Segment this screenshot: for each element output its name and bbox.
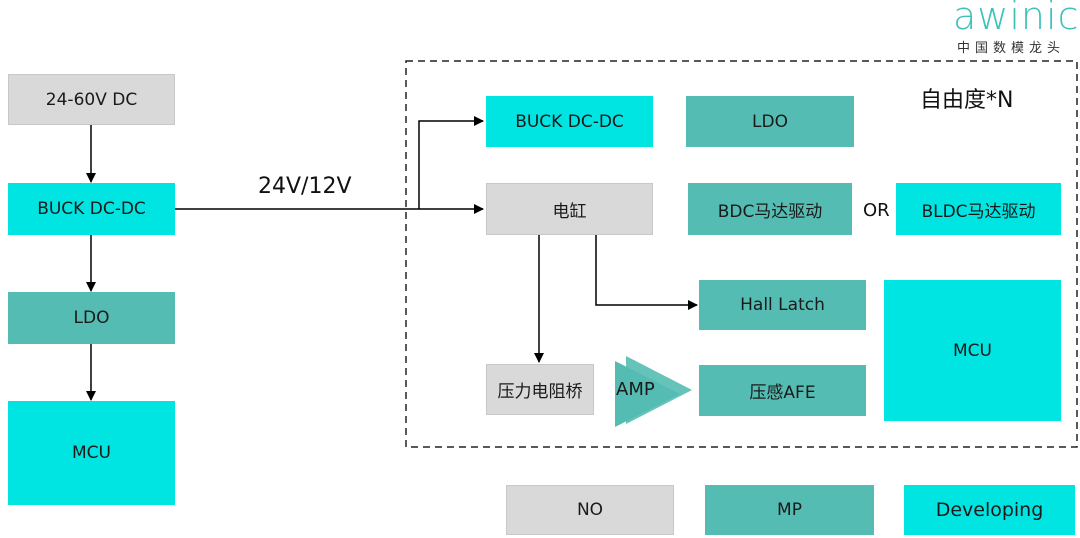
brand-logo: awinic [953, 0, 1080, 38]
pressure-bridge-box: 压力电阻桥 [486, 364, 594, 415]
ldo-box: LDO [8, 292, 175, 344]
legend-developing: Developing [904, 485, 1075, 535]
bus-voltage-label: 24V/12V [258, 174, 352, 199]
legend-mp: MP [705, 485, 874, 535]
module-border [405, 60, 1078, 448]
bldc-motor-driver-box: BLDC马达驱动 [896, 183, 1061, 235]
buck-dcdc-box: BUCK DC-DC [8, 183, 175, 235]
cylinder-box: 电缸 [486, 183, 653, 235]
pressure-afe-box: 压感AFE [699, 365, 866, 416]
amp-label: AMP [616, 379, 655, 400]
legend-no: NO [506, 485, 674, 535]
or-label: OR [863, 200, 890, 221]
hall-latch-box: Hall Latch [699, 280, 866, 330]
mcu-box: MCU [8, 401, 175, 505]
module-buck-dcdc-box: BUCK DC-DC [486, 96, 653, 147]
bdc-motor-driver-box: BDC马达驱动 [688, 183, 852, 235]
supply-24-60v-box: 24-60V DC [8, 74, 175, 125]
arrow-cylinder-to-hall [595, 235, 698, 310]
module-mcu-box: MCU [884, 280, 1061, 421]
arrow-bus-to-module-buck [418, 116, 484, 209]
module-title: 自由度*N [920, 88, 1014, 113]
module-ldo-box: LDO [686, 96, 854, 147]
brand-tagline: 中国数模龙头 [957, 41, 1066, 56]
amp-triangle-front [615, 361, 680, 427]
